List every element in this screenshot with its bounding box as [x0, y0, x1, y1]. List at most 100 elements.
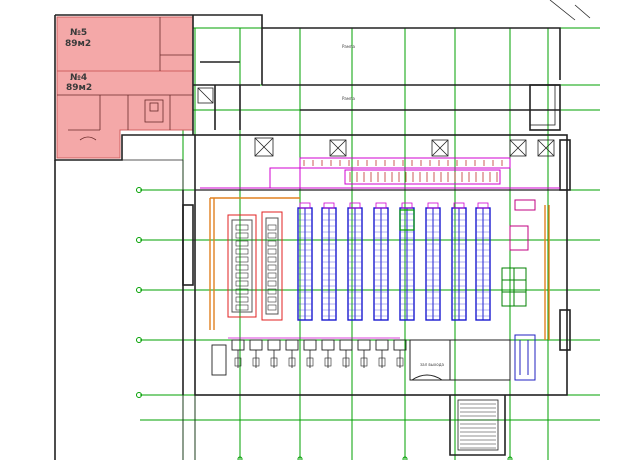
corridor-label-top: Рампа [342, 44, 355, 49]
unit-5-area-label: 89м2 [65, 39, 91, 49]
counter-cell [267, 240, 277, 247]
unit-4-area-label: 89м2 [66, 83, 92, 93]
checkout-lane [303, 339, 317, 368]
rack [475, 202, 491, 321]
counter-cell [267, 280, 277, 287]
stair-box [457, 399, 499, 451]
grid-axis-bubble [136, 337, 142, 343]
counter-cell [235, 240, 249, 247]
rack [425, 202, 441, 321]
checkout-counter [393, 339, 407, 351]
rack-endcap [323, 202, 335, 209]
checkout-lane [357, 339, 371, 368]
rack [451, 202, 467, 321]
counter-units [227, 211, 283, 321]
shelving-racks [297, 202, 491, 321]
counter-cell [267, 288, 277, 295]
checkout-lane [267, 339, 281, 368]
checkout-station [234, 357, 242, 367]
corridor-label-mid: Рампа [342, 96, 355, 101]
rack-endcap [349, 202, 361, 209]
rack-display [399, 209, 415, 231]
stairwells [197, 87, 555, 451]
counter-cell [267, 256, 277, 263]
counter-cell [267, 264, 277, 271]
left-external-lines [55, 159, 196, 460]
grid-axis-bubble [507, 456, 513, 460]
grid-axis-bubble [402, 456, 408, 460]
unit-4[interactable]: №4 89м2 [56, 70, 194, 159]
checkout-end-unit [211, 344, 227, 376]
checkout-station [270, 357, 278, 367]
rack-endcap [375, 202, 387, 209]
grid-axis-bubble [237, 456, 243, 460]
unit-interior-lines [57, 17, 193, 141]
top-right-lines [529, 0, 591, 126]
checkout-lane [231, 339, 245, 368]
rack [347, 202, 363, 321]
rack-endcap [427, 202, 439, 209]
service-strip [200, 157, 560, 189]
service-equipment [303, 160, 503, 182]
checkout-counter [357, 339, 371, 351]
grid-axis-bubble [136, 392, 142, 398]
checkout-counter [375, 339, 389, 351]
rack-endcap [401, 202, 413, 209]
grid-axis-bubble [297, 456, 303, 460]
rack [399, 202, 415, 321]
counter-cell [267, 224, 277, 231]
counter-cell [267, 304, 277, 311]
counter-cell [267, 232, 277, 239]
counter-cell [235, 272, 249, 279]
checkout-counter [285, 339, 299, 351]
checkout-counter [339, 339, 353, 351]
exit-zone [409, 334, 536, 381]
checkout-station [360, 357, 368, 367]
counter-detail [235, 224, 277, 311]
rack [297, 202, 313, 321]
grid-axis-bubble [136, 187, 142, 193]
rack [321, 202, 337, 321]
rack-endcap [299, 202, 311, 209]
checkout-lane [375, 339, 389, 368]
checkout-counter [321, 339, 335, 351]
checkout-counter [249, 339, 263, 351]
counter-cell [235, 288, 249, 295]
perimeter-shelving [209, 197, 550, 340]
counter-cell [235, 232, 249, 239]
checkout-station [324, 357, 332, 367]
unit-5[interactable]: №5 89м2 [56, 16, 194, 72]
counter-cell [267, 248, 277, 255]
checkout-counter [267, 339, 281, 351]
rack-endcap [477, 202, 489, 209]
counter-cell [235, 264, 249, 271]
checkout-station [306, 357, 314, 367]
counter-cell [235, 280, 249, 287]
unit-5-number: №5 [70, 28, 87, 38]
counter-cell [235, 224, 249, 231]
checkout-station [252, 357, 260, 367]
checkout-lane [285, 339, 299, 368]
checkout-lanes [211, 337, 407, 376]
checkout-counter [303, 339, 317, 351]
unit-5-area [56, 16, 194, 72]
checkout-lane [339, 339, 353, 368]
counter-cell [267, 296, 277, 303]
display-equipment [501, 199, 536, 307]
counter-cell [235, 248, 249, 255]
exit-zone-label: зал выхода [420, 362, 445, 367]
checkout-lane [321, 339, 335, 368]
checkout-station [288, 357, 296, 367]
checkout-lane [393, 339, 407, 368]
rack-endcap [453, 202, 465, 209]
counter-cell [235, 296, 249, 303]
checkout-station [342, 357, 350, 367]
grid-axis-bubble [136, 237, 142, 243]
checkout-station [378, 357, 386, 367]
rack [373, 202, 389, 321]
checkout-lane [249, 339, 263, 368]
counter-cell [235, 256, 249, 263]
grid-axis-bubble [136, 287, 142, 293]
